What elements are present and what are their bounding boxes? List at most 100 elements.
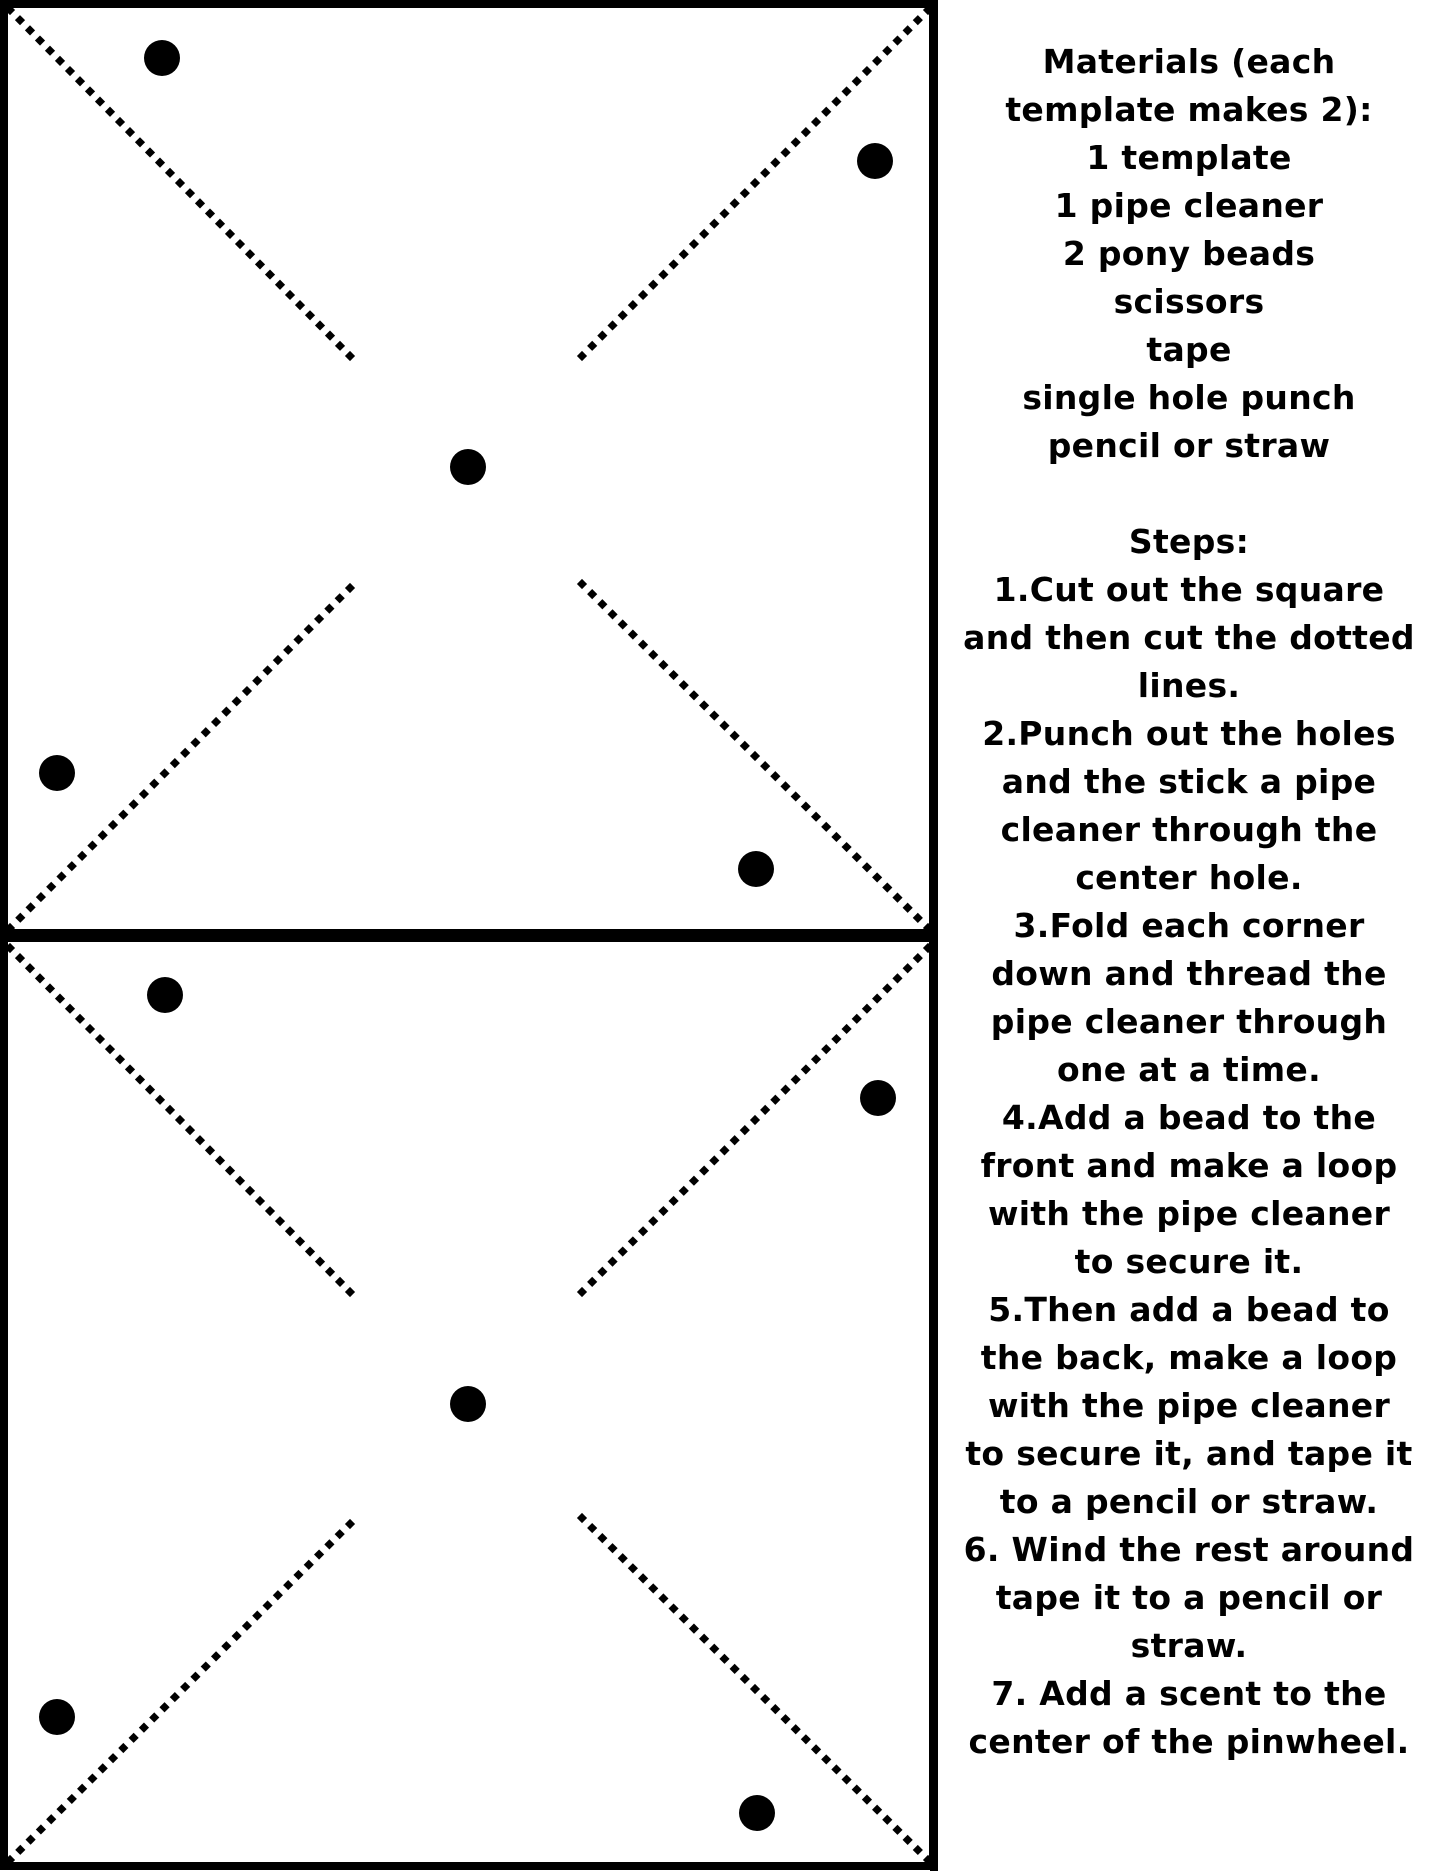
cut-dot — [912, 912, 923, 923]
cut-dot — [34, 35, 46, 46]
step-line: cleaner through the — [1000, 810, 1378, 849]
cut-dot — [709, 710, 720, 721]
cut-line-bottom-right — [576, 578, 934, 934]
cut-dot — [293, 634, 304, 645]
cut-dot — [780, 781, 791, 792]
top-left-hole-punch-dot — [147, 977, 183, 1013]
step-line: tape it to a pencil or — [995, 1578, 1383, 1617]
cut-dot — [617, 619, 628, 630]
step-line: to secure it, and tape it — [965, 1434, 1413, 1473]
cut-dot — [739, 1673, 750, 1685]
bottom-right-hole-punch-dot — [738, 851, 774, 887]
cut-dot — [274, 279, 286, 290]
middle-divider — [0, 930, 938, 942]
bottom-left-hole-punch-dot — [39, 1699, 75, 1735]
cut-dot — [851, 852, 862, 863]
cut-dot — [597, 599, 608, 610]
cut-dot — [637, 639, 649, 650]
material-item: single hole punch — [1022, 378, 1356, 417]
center-hole-punch-dot — [450, 449, 486, 485]
cut-dot — [180, 747, 191, 758]
cut-dot — [324, 603, 335, 614]
cut-dot — [264, 269, 276, 280]
material-item: 1 pipe cleaner — [1054, 186, 1324, 225]
step-line: the back, make a loop — [980, 1338, 1398, 1377]
cut-dot — [912, 953, 923, 964]
cut-dot — [668, 1603, 679, 1614]
cut-dot — [872, 993, 883, 1004]
cut-dot — [688, 1175, 700, 1186]
materials-heading-line-2: template makes 2): — [1005, 90, 1373, 129]
cut-dot — [790, 1724, 801, 1735]
cut-dot — [739, 740, 750, 751]
bottom-template — [0, 932, 937, 1870]
cut-dot — [324, 330, 336, 341]
cut-dot — [637, 1573, 649, 1584]
cut-dot — [810, 116, 822, 128]
cut-dot — [912, 1844, 923, 1856]
cut-dot — [709, 1643, 720, 1654]
cut-dot — [174, 177, 186, 189]
cut-dot — [658, 269, 669, 280]
cut-dot — [334, 340, 346, 351]
cut-dot — [770, 1704, 781, 1715]
cut-dot — [314, 320, 326, 331]
cut-dot — [892, 892, 903, 903]
cut-dot — [597, 1533, 608, 1544]
vertical-divider — [930, 0, 938, 1871]
step-line: 4.Add a bead to the — [1001, 1098, 1377, 1137]
cut-dot — [344, 350, 356, 362]
cut-dot — [841, 1023, 852, 1035]
instructions-panel: Materials (each template makes 2): 1 tem… — [950, 38, 1428, 1766]
cut-dot — [841, 841, 852, 853]
cut-dot — [841, 86, 852, 97]
cut-dot — [334, 593, 345, 604]
cut-dot — [124, 127, 136, 138]
material-item: tape — [1146, 330, 1232, 369]
cut-dot — [678, 680, 689, 691]
top-left-hole-punch-dot — [144, 40, 180, 76]
cut-dot — [709, 1155, 720, 1166]
cut-dot — [892, 973, 903, 984]
step-line: center of the pinwheel. — [968, 1722, 1410, 1761]
cut-dot — [272, 655, 283, 666]
cut-dot — [154, 157, 166, 168]
step-line: 6. Wind the rest around — [963, 1530, 1415, 1569]
cut-dot — [234, 238, 246, 250]
cut-dot — [882, 45, 893, 56]
cut-dot — [729, 1135, 740, 1146]
cut-dot — [872, 55, 883, 66]
cut-dot — [882, 983, 893, 994]
cut-dot — [607, 1256, 618, 1267]
steps-heading: Steps: — [1128, 522, 1250, 561]
cut-dot — [699, 700, 710, 711]
cut-dot — [576, 350, 588, 362]
cut-dot — [114, 116, 126, 128]
bottom-right-hole-punch-dot — [739, 1795, 775, 1831]
cut-dot — [294, 300, 306, 311]
cut-dot — [831, 831, 842, 843]
cut-dot — [699, 1165, 710, 1176]
step-line: to secure it. — [1074, 1242, 1304, 1281]
step-line: 2.Punch out the holes — [982, 714, 1396, 753]
cut-dot — [587, 589, 598, 600]
cut-dot — [107, 819, 119, 831]
cut-line-top-right — [576, 942, 934, 1298]
cut-dot — [810, 1054, 822, 1065]
cut-dot — [118, 809, 129, 820]
cut-dot — [74, 1013, 86, 1024]
center-hole-punch-dot — [450, 1386, 486, 1422]
cut-dot — [872, 872, 883, 883]
cut-dot — [739, 1125, 750, 1136]
cut-dot — [780, 1084, 791, 1095]
cut-dot — [882, 1814, 893, 1825]
cut-dot — [637, 289, 649, 301]
top-template-cut-lines — [4, 4, 934, 934]
cut-dot — [224, 228, 236, 239]
cut-dot — [597, 1266, 608, 1277]
cut-dot — [729, 730, 740, 741]
cut-dot — [344, 582, 356, 594]
cut-dot — [810, 811, 822, 822]
cut-dot — [576, 578, 588, 590]
cut-dot — [64, 65, 76, 77]
